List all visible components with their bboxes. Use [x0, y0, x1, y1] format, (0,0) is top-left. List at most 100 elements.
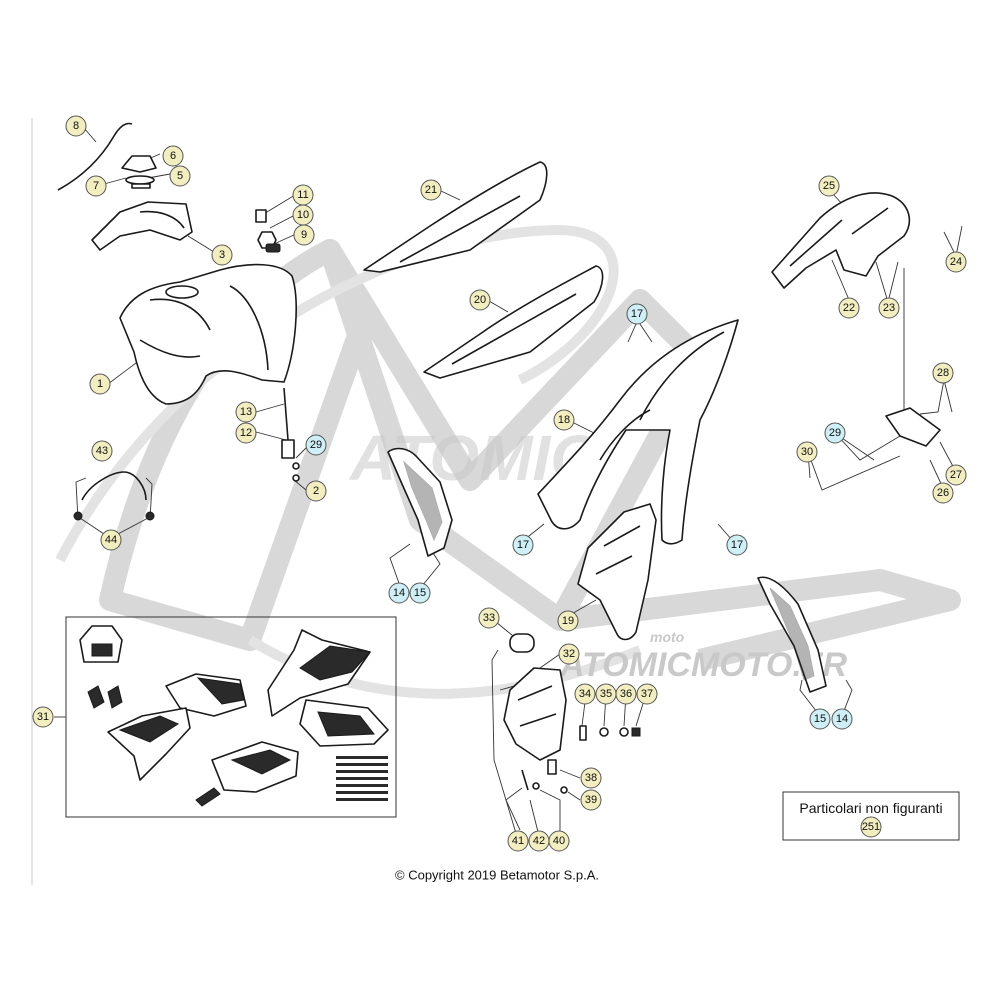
- callout-33[interactable]: 33: [478, 607, 500, 629]
- fasteners-34-37: [579, 725, 641, 741]
- callout-6[interactable]: 6: [162, 145, 184, 167]
- callout-31[interactable]: 31: [32, 706, 54, 728]
- callout-label: 20: [474, 294, 486, 306]
- callout-25[interactable]: 25: [818, 175, 840, 197]
- callout-15[interactable]: 15: [809, 708, 831, 730]
- callout-42[interactable]: 42: [528, 830, 550, 852]
- callout-9[interactable]: 9: [293, 224, 315, 246]
- callout-3[interactable]: 3: [211, 244, 233, 266]
- callout-label: 7: [93, 180, 99, 192]
- non-figured-parts-note: Particolari non figuranti 251: [782, 791, 960, 841]
- callout-label: 39: [585, 794, 597, 806]
- decal-kit: [79, 625, 389, 807]
- callout-label: 9: [301, 229, 307, 241]
- callout-label: 24: [950, 256, 962, 268]
- callout-1[interactable]: 1: [89, 373, 111, 395]
- callout-18[interactable]: 18: [553, 409, 575, 431]
- callout-29[interactable]: 29: [824, 422, 846, 444]
- callout-label: 42: [533, 835, 545, 847]
- callout-39[interactable]: 39: [580, 789, 602, 811]
- callout-label: 18: [558, 414, 570, 426]
- hardware-38-42: [521, 759, 568, 794]
- callout-14[interactable]: 14: [831, 708, 853, 730]
- callout-44[interactable]: 44: [100, 529, 122, 551]
- callout-label: 41: [512, 835, 524, 847]
- callout-label: 33: [483, 612, 495, 624]
- callout-2[interactable]: 2: [305, 480, 327, 502]
- callout-29[interactable]: 29: [305, 434, 327, 456]
- callout-11[interactable]: 11: [292, 184, 314, 206]
- decal-kit-box: [65, 616, 397, 818]
- callout-32[interactable]: 32: [558, 643, 580, 665]
- callout-22[interactable]: 22: [838, 297, 860, 319]
- callout-label: 27: [950, 469, 962, 481]
- callout-30[interactable]: 30: [796, 441, 818, 463]
- callout-14[interactable]: 14: [388, 582, 410, 604]
- callout-36[interactable]: 36: [615, 683, 637, 705]
- callout-28[interactable]: 28: [932, 362, 954, 384]
- callout-43[interactable]: 43: [91, 440, 113, 462]
- callout-37[interactable]: 37: [636, 683, 658, 705]
- tag-bracket-26: [885, 407, 941, 447]
- callout-26[interactable]: 26: [932, 482, 954, 504]
- callouts: 8 6 7 5 3 11 10 9 1 13 12 29 2 43 44 21 …: [32, 115, 967, 852]
- cap-33: [509, 633, 535, 653]
- fuel-tank-1: [119, 263, 297, 405]
- callout-label: 6: [170, 150, 176, 162]
- callout-label: 15: [414, 587, 426, 599]
- note-title: Particolari non figuranti: [799, 800, 942, 816]
- callout-label: 2: [313, 485, 319, 497]
- callout-24[interactable]: 24: [945, 251, 967, 273]
- callout-label: 17: [731, 539, 743, 551]
- callout-19[interactable]: 19: [557, 610, 579, 632]
- callout-label: 10: [297, 209, 309, 221]
- callout-label: 31: [37, 711, 49, 723]
- callout-5[interactable]: 5: [169, 165, 191, 187]
- callout-label: 22: [843, 302, 855, 314]
- callout-label: 5: [177, 170, 183, 182]
- callout-label: 37: [641, 688, 653, 700]
- callout-label: 44: [105, 534, 117, 546]
- callout-label: 14: [393, 587, 405, 599]
- callout-251[interactable]: 251: [860, 816, 882, 838]
- callout-label: 29: [829, 427, 841, 439]
- callout-17[interactable]: 17: [626, 303, 648, 325]
- leader-lines: [54, 127, 963, 841]
- callout-7[interactable]: 7: [85, 175, 107, 197]
- rear-fender-18: [537, 319, 739, 545]
- callout-8[interactable]: 8: [65, 115, 87, 137]
- callout-13[interactable]: 13: [235, 401, 257, 423]
- callout-label: 19: [562, 615, 574, 627]
- callout-label: 25: [823, 180, 835, 192]
- fuel-tap: [281, 387, 300, 482]
- callout-38[interactable]: 38: [580, 767, 602, 789]
- callout-20[interactable]: 20: [469, 289, 491, 311]
- callout-label: 17: [517, 539, 529, 551]
- callout-label: 36: [620, 688, 632, 700]
- callout-41[interactable]: 41: [507, 830, 529, 852]
- reservoir-32: [503, 667, 567, 761]
- callout-17[interactable]: 17: [726, 534, 748, 556]
- callout-label: 40: [553, 835, 565, 847]
- callout-label: 26: [937, 487, 949, 499]
- callout-23[interactable]: 23: [878, 297, 900, 319]
- callout-12[interactable]: 12: [235, 422, 257, 444]
- callout-label: 21: [425, 184, 437, 196]
- callout-21[interactable]: 21: [420, 179, 442, 201]
- seat-21: [363, 161, 548, 273]
- callout-label: 35: [600, 688, 612, 700]
- rear-rail-25: [771, 192, 911, 289]
- callout-15[interactable]: 15: [409, 582, 431, 604]
- callout-35[interactable]: 35: [595, 683, 617, 705]
- callout-34[interactable]: 34: [574, 683, 596, 705]
- callout-label: 3: [219, 249, 225, 261]
- callout-10[interactable]: 10: [292, 204, 314, 226]
- callout-label: 34: [579, 688, 591, 700]
- callout-27[interactable]: 27: [945, 464, 967, 486]
- callout-40[interactable]: 40: [548, 830, 570, 852]
- callout-label: 29: [310, 439, 322, 451]
- callout-label: 1: [97, 378, 103, 390]
- callout-17[interactable]: 17: [512, 534, 534, 556]
- callout-label: 23: [883, 302, 895, 314]
- note-box: [782, 791, 960, 841]
